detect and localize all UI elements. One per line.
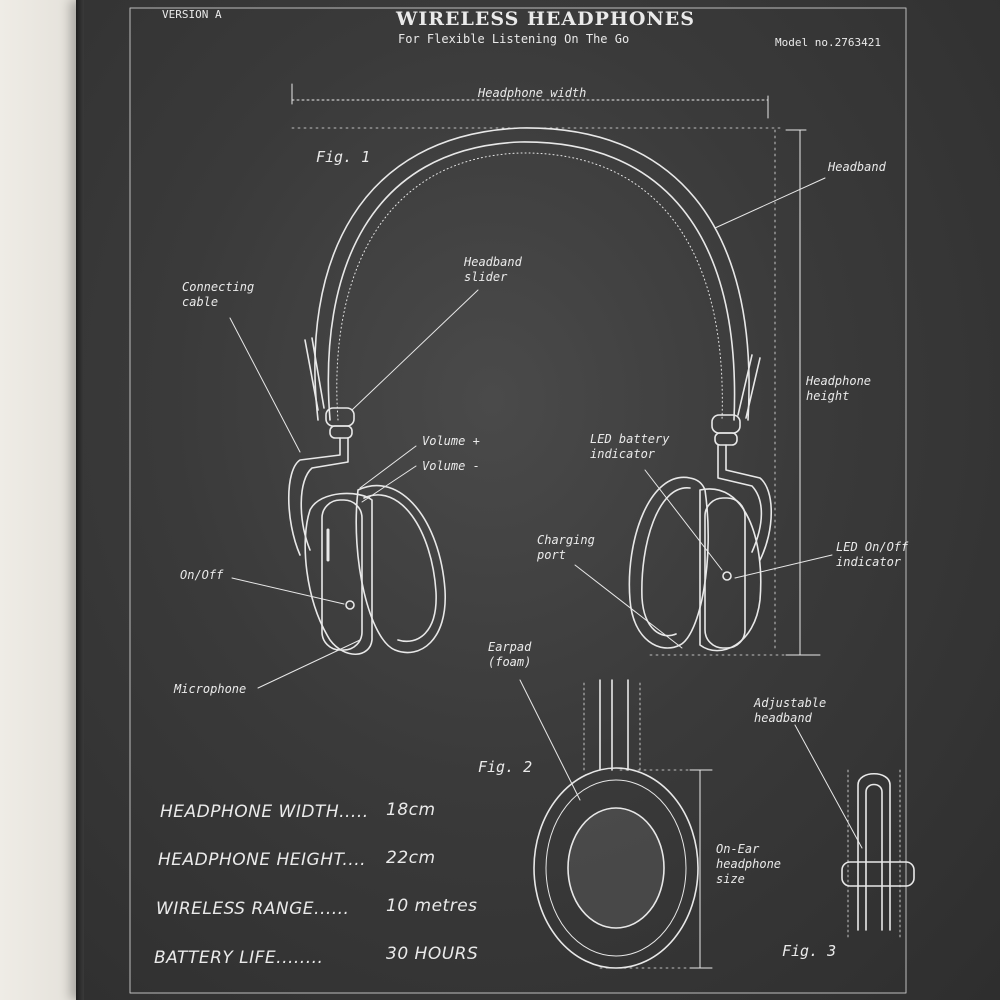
fig2-label: Fig. 2 — [478, 758, 533, 776]
callout-microphone: Microphone — [174, 682, 247, 696]
callout-headband: Headband — [828, 160, 886, 174]
callout-led-onoff: LED On/Off indicator — [836, 540, 909, 569]
height-label: Headphone height — [806, 374, 872, 403]
callout-connecting-cable: Connecting cable — [182, 280, 255, 309]
callout-headband-slider: Headband slider — [464, 255, 522, 284]
fig3-slider — [841, 861, 915, 887]
callout-adjustable-headband: Adjustable headband — [754, 696, 827, 725]
spec-width-value: 18cm — [386, 800, 436, 820]
headband-inner — [327, 141, 736, 421]
fig2-earpad-mesh — [567, 807, 665, 929]
callout-volume-down: Volume - — [422, 459, 480, 473]
fig2-earpad-outer — [533, 767, 699, 969]
callout-charging-port: Charging port — [537, 533, 595, 562]
fig3-label: Fig. 3 — [782, 942, 837, 960]
frame-border — [129, 7, 907, 994]
spec-height-value: 22cm — [386, 848, 436, 868]
version-label: VERSION A — [162, 8, 222, 21]
page-subtitle: For Flexible Listening On The Go — [398, 32, 630, 46]
spec-height-label: HEADPHONE HEIGHT.... — [158, 850, 366, 870]
spec-battery-value: 30 HOURS — [386, 944, 479, 964]
page-title: WIRELESS HEADPHONES — [396, 8, 695, 30]
spec-range-value: 10 metres — [386, 896, 478, 916]
spec-battery-label: BATTERY LIFE........ — [154, 948, 324, 968]
fig1-label: Fig. 1 — [316, 148, 371, 166]
fig3-band — [857, 772, 891, 931]
blueprint-canvas — [76, 0, 1000, 1000]
canvas-edge — [76, 0, 84, 1000]
left-earcup — [304, 492, 373, 655]
callout-led-battery: LED battery indicator — [590, 432, 670, 461]
model-number: Model no.2763421 — [775, 36, 881, 49]
right-slider — [711, 414, 741, 434]
right-earpad — [628, 476, 709, 649]
callout-on-off: On/Off — [180, 568, 224, 582]
spec-width-label: HEADPHONE WIDTH..... — [160, 802, 369, 822]
callout-earpad: Earpad (foam) — [488, 640, 532, 669]
headband-outer — [314, 127, 750, 421]
width-label: Headphone width — [478, 86, 587, 100]
left-earpad — [355, 484, 446, 654]
callout-on-ear-size: On-Ear headphone size — [716, 842, 782, 886]
spec-range-label: WIRELESS RANGE...... — [156, 899, 350, 919]
callout-volume-up: Volume + — [422, 434, 480, 448]
right-earcup — [699, 488, 762, 652]
